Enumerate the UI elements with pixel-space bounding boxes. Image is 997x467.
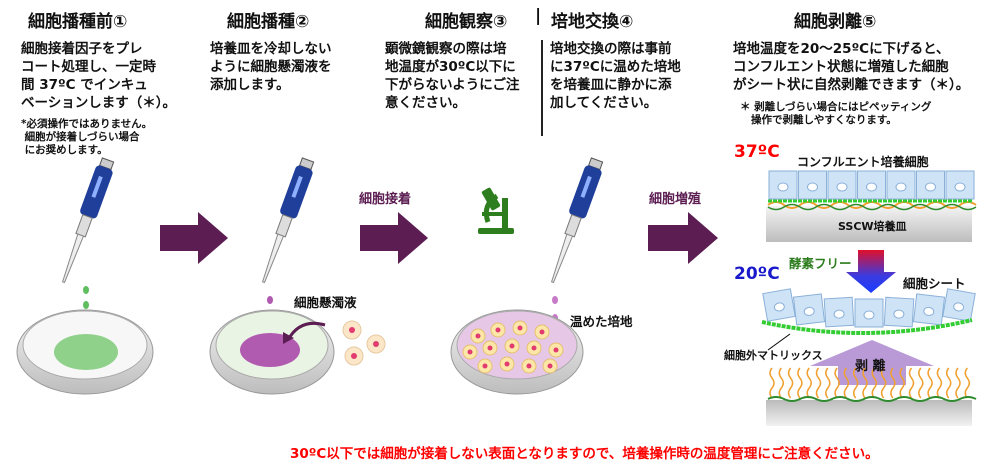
cell (916, 170, 945, 200)
detach-label: 剥 離 (855, 359, 886, 374)
cell (762, 288, 796, 322)
cell (886, 170, 916, 200)
warm-medium-label: 温めた培地 (570, 314, 633, 329)
ecm-layer (761, 318, 973, 336)
arrow-label-attach: 細胞接着 (359, 192, 412, 207)
step3-text: 顕微鏡観察の際は培 地温度が30ºC以下に 下がらないようにご注 意ください。 (385, 41, 520, 111)
cell (857, 170, 886, 200)
dish-2 (209, 309, 335, 395)
step5-title: 細胞剥離⑤ (794, 12, 877, 32)
process-arrow-3 (648, 212, 718, 264)
cell-sheet-label: 細胞シート (903, 276, 966, 291)
temp-high: 37ºC (734, 142, 780, 162)
footer-warning: 30ºC以下では細胞が接着しない表面となりますので、培養操作時の温度管理にご注意… (290, 446, 879, 462)
cell (827, 170, 857, 200)
cell-row (768, 170, 975, 200)
step2-text: 培養皿を冷却しない ように細胞懸濁液を 添加します。 (210, 41, 332, 93)
cell (912, 293, 946, 326)
detach-arrow (810, 340, 934, 385)
enzyme-free-label: 酵素フリー (789, 256, 852, 271)
arrow-label-proliferate: 細胞増殖 (649, 192, 702, 207)
cell (945, 170, 975, 200)
dish-3 (450, 309, 584, 395)
step5-note: ＊ 剥離しづらい場合にはピペッティング 操作で剥離しやすくなります。 (740, 101, 932, 126)
temp-low: 20ºC (734, 264, 780, 284)
process-arrow-2 (360, 212, 428, 264)
step4-title: 培地交換④ (551, 12, 634, 32)
process-arrow-1 (160, 212, 228, 264)
cell (823, 296, 855, 328)
cell (798, 170, 827, 200)
pipette-icon (550, 157, 604, 284)
confluent-label: コンフルエント培養細胞 (797, 155, 929, 169)
microscope-icon (478, 187, 514, 234)
divider (541, 40, 543, 136)
pipette-icon (261, 157, 315, 284)
cooling-arrow (846, 250, 896, 293)
cell-sheet (762, 288, 976, 328)
ecm-pointer (767, 333, 791, 351)
title-separator: | (535, 6, 542, 26)
green-drops (83, 286, 89, 309)
dish-label: SSCW培養皿 (838, 220, 907, 233)
step1-title: 細胞播種前① (28, 12, 128, 32)
confluent-cells (766, 199, 977, 242)
dish-1 (16, 309, 154, 395)
cell (942, 288, 976, 322)
step3-title: 細胞観察③ (425, 12, 508, 32)
grafted-polymer-chains (769, 367, 971, 399)
step1-text: 細胞接着因子をプレ コート処理し、一定時 間 37ºC でインキュ ベーションし… (21, 41, 176, 111)
dish-base (766, 400, 972, 426)
step5-text: 培地温度を20～25ºCに下げると、 コンフルエント状態に増殖した細胞 がシート… (733, 41, 970, 93)
pipette-icon (61, 157, 115, 284)
cell (792, 293, 826, 326)
suspension-label: 細胞懸濁液 (294, 295, 357, 310)
cell (768, 170, 798, 200)
cell-cluster-icon (342, 320, 386, 366)
step1-note: *必須操作ではありません。 細胞が接着しづらい場合 にお奨めします。 (21, 118, 153, 156)
cell (854, 298, 884, 328)
step2-title: 細胞播種② (227, 12, 310, 32)
ecm-label: 細胞外マトリックス (724, 349, 823, 362)
step4-text: 培地交換の際は事前 に37ºCに温めた培地 を培養皿に静かに添 加してください。 (550, 41, 681, 111)
cell (883, 296, 915, 328)
